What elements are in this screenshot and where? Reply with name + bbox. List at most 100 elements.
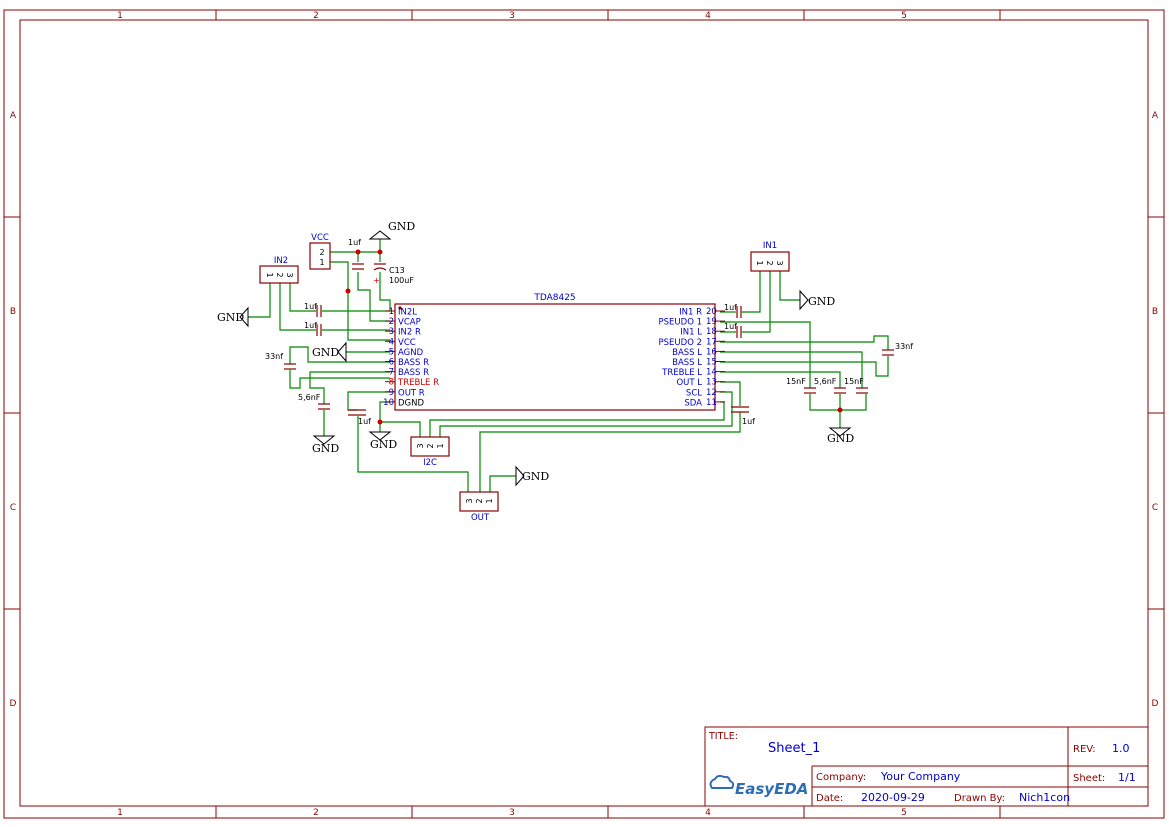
- pin-number: 1: [265, 272, 274, 277]
- capacitor-value: 33nf: [265, 352, 283, 361]
- logo-text: EasyEDA: [735, 780, 808, 798]
- capacitor-value: 1uf: [358, 417, 371, 426]
- capacitor-value: 5,6nF: [298, 393, 321, 402]
- ic-pin-name: OUT R: [398, 388, 425, 398]
- ic-pin-number: 10: [383, 398, 394, 408]
- pin-number: 3: [775, 260, 784, 265]
- capacitor-value: 1uf: [348, 238, 361, 247]
- ic-pin-number: 5: [389, 347, 394, 357]
- ic-pin-number: 12: [706, 388, 717, 398]
- col-label: 4: [705, 11, 711, 21]
- capacitor-15nf-b: 15nF: [844, 377, 868, 394]
- ic-pin-name: PSEUDO 2: [659, 338, 702, 348]
- ic-pin-name: VCAP: [398, 318, 421, 328]
- capacitor-outr: 1uf: [348, 409, 371, 426]
- ic-pin-name: TREBLE L: [661, 368, 702, 378]
- capacitor-15nf-a: 15nF: [786, 377, 816, 394]
- rev-label: REV:: [1073, 744, 1096, 755]
- company-label: Company:: [816, 772, 866, 783]
- sheet-title: Sheet_1: [768, 741, 820, 756]
- capacitor-value: 1uf: [304, 302, 317, 311]
- ic-pin-number: 3: [389, 327, 394, 337]
- pin-number: 2: [426, 443, 435, 448]
- capacitor-value: 1uf: [724, 322, 737, 331]
- capacitor-value: 1uf: [304, 321, 317, 330]
- ic-pin-number: 8: [389, 378, 394, 388]
- ground-icon: GND: [368, 431, 397, 451]
- pin-number: 1: [485, 498, 494, 503]
- col-label: 1: [117, 808, 123, 818]
- capacitor-value: 5,6nF: [814, 377, 837, 386]
- row-label: C: [1152, 503, 1158, 513]
- capacitor-value: 15nF: [844, 377, 864, 386]
- ic-pin-name: BASS L: [672, 348, 702, 358]
- connector-label: I2C: [423, 458, 437, 468]
- pin-number: 2: [319, 248, 324, 257]
- ground-symbols: GND GND GND GND GND GND GND: [217, 220, 854, 487]
- ic-pin-name: IN1 L: [680, 328, 702, 338]
- ic-pin-number: 19: [706, 317, 717, 327]
- ground-icon: GND: [312, 435, 339, 455]
- capacitors: 1uf 1uf 1uf 1uf 1uf + C13 100uF 33nf: [265, 238, 913, 426]
- col-label: 5: [901, 808, 907, 818]
- ic-pin-number: 20: [706, 307, 717, 317]
- ic-pin-number: 2: [389, 317, 394, 327]
- col-label: 3: [509, 808, 515, 818]
- col-label: 4: [705, 808, 711, 818]
- sheet-value: 1/1: [1118, 771, 1136, 784]
- capacitor-name: C13: [389, 266, 405, 275]
- connector-out: OUT 3 2 1: [459, 491, 499, 523]
- ic-pin-number: 17: [706, 337, 717, 347]
- ground-label: GND: [522, 470, 549, 483]
- title-block: TITLE: Sheet_1 REV: 1.0 EasyEDA Company:…: [704, 726, 1149, 807]
- ground-label: GND: [827, 432, 854, 445]
- ic-pin-number: 16: [706, 347, 717, 357]
- ic-pin-name: BASS L: [672, 358, 702, 368]
- pin-number: 1: [436, 443, 445, 448]
- capacitor-56nf-left: 5,6nF: [298, 393, 330, 410]
- col-label: 3: [509, 11, 515, 21]
- ground-label: GND: [312, 346, 339, 359]
- ground-label: GND: [388, 220, 415, 233]
- pin-number: 1: [755, 260, 764, 265]
- ic-name: TDA8425: [533, 293, 575, 303]
- ic-pin-number: 15: [706, 358, 717, 368]
- ic-pin-name: BASS R: [398, 358, 429, 368]
- capacitor-in2l: 1uf: [304, 302, 322, 317]
- drawn-by-value: Nich1con: [1019, 791, 1070, 804]
- ic-pin-name: IN1 R: [679, 308, 702, 318]
- connector-vcc: VCC 2 1: [309, 233, 331, 270]
- capacitor-value: 33nf: [895, 342, 913, 351]
- ic-pin-name: OUT L: [676, 378, 702, 388]
- ic-pin-name: AGND: [398, 348, 424, 358]
- frame-labels: 1 2 3 4 5 1 2 3 4 5 A B C D A B C D: [10, 11, 1159, 818]
- junctions: [345, 249, 843, 425]
- ic-pin-number: 9: [389, 388, 394, 398]
- ic-pin-name: PSEUDO 1: [659, 318, 702, 328]
- ic-pin-number: 6: [389, 358, 394, 368]
- capacitor-33nf-left: 33nf: [265, 352, 296, 370]
- ground-icon: GND: [515, 465, 549, 487]
- ic-pin-name: IN2L: [398, 308, 417, 318]
- connector-i2c: I2C 3 2 1: [410, 436, 450, 468]
- capacitor-value: 1uf: [724, 303, 737, 312]
- ground-label: GND: [808, 295, 835, 308]
- row-label: A: [1152, 111, 1159, 121]
- connector-in2: IN2 1 2 3: [259, 256, 299, 284]
- row-label: D: [1152, 699, 1159, 709]
- capacitor-56nf-right: 5,6nF: [814, 377, 846, 394]
- capacitor-in1r: 1uf: [724, 303, 742, 318]
- col-label: 1: [117, 11, 123, 21]
- row-label: B: [1152, 307, 1158, 317]
- capacitor-value: 15nF: [786, 377, 806, 386]
- ground-icon: GND: [799, 289, 835, 311]
- col-label: 5: [901, 11, 907, 21]
- capacitor-outl: 1uf: [731, 406, 755, 426]
- row-label: D: [10, 699, 17, 709]
- ground-label: GND: [217, 311, 244, 324]
- connector-in1: IN1 1 2 3: [750, 241, 790, 272]
- ic-pin-name: DGND: [398, 398, 424, 408]
